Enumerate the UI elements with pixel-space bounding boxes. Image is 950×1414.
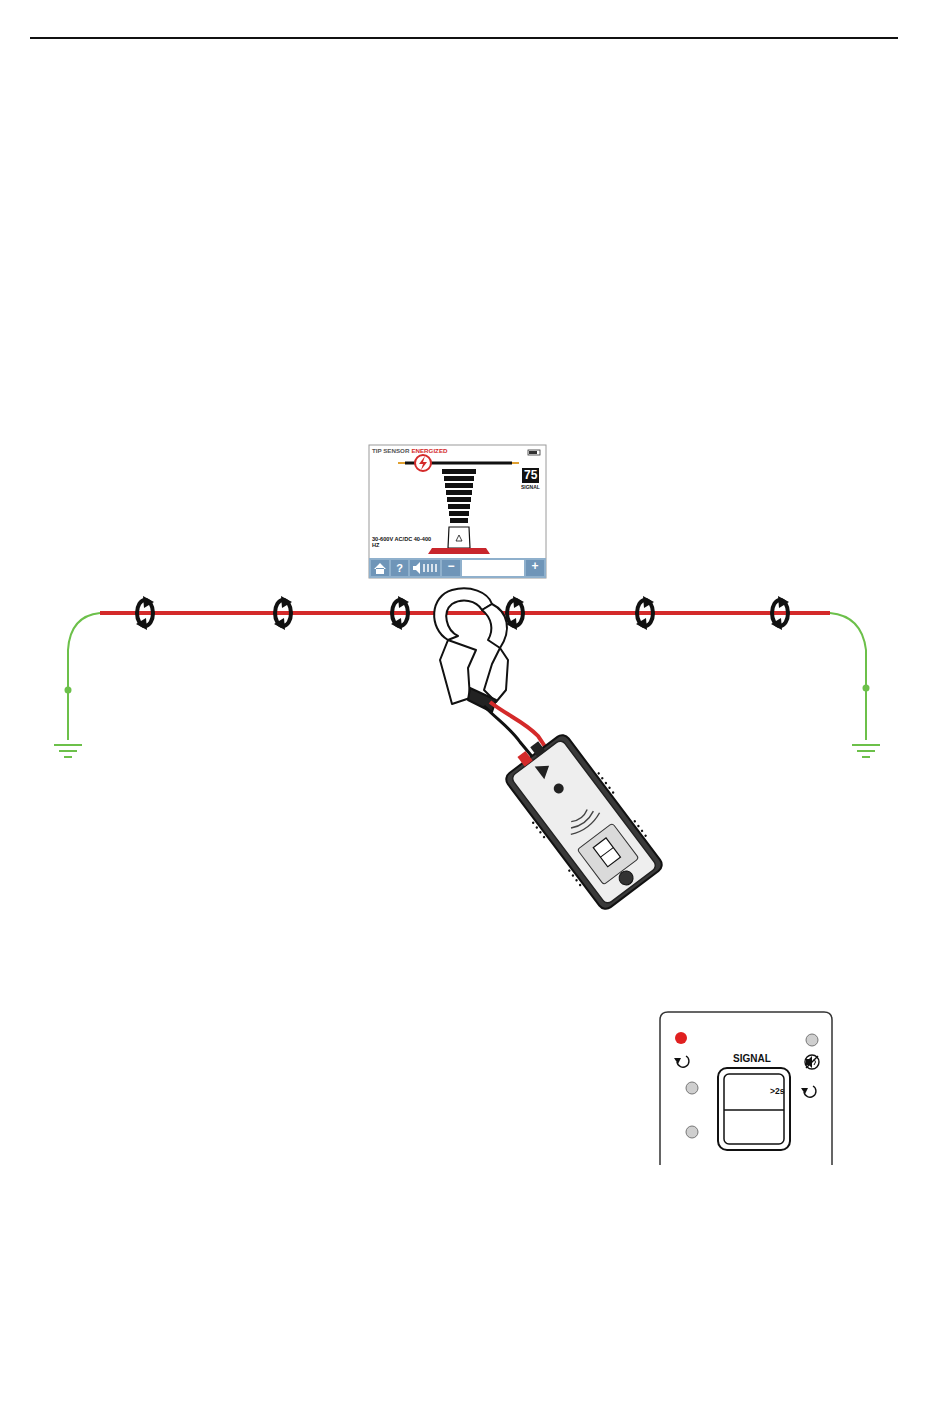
status-word: ENERGIZED bbox=[411, 448, 447, 455]
screen-title: TIP SENSOR bbox=[372, 448, 409, 455]
hold-time: >2s bbox=[770, 1087, 784, 1096]
header-rule bbox=[30, 37, 898, 39]
signal-value: 75 bbox=[522, 468, 539, 483]
plus-key: + bbox=[531, 560, 538, 573]
range-note: 30-600V AC/DC 40-400 HZ bbox=[372, 536, 432, 548]
transmitter bbox=[495, 723, 668, 914]
minus-key: − bbox=[447, 560, 454, 573]
signal-panel: SIGNAL >2s bbox=[660, 1012, 832, 1165]
cable bbox=[54, 596, 880, 757]
help-key: ? bbox=[396, 562, 403, 574]
display-screen: TIP SENSORENERGIZED 75SIGNAL 30-600V AC/DC… bbox=[369, 445, 546, 578]
display-screen bbox=[369, 445, 546, 578]
signal-panel bbox=[660, 1012, 832, 1165]
signal-clamp bbox=[434, 588, 508, 712]
signal-caption: SIGNAL bbox=[521, 485, 540, 491]
button-label: SIGNAL bbox=[733, 1053, 771, 1064]
